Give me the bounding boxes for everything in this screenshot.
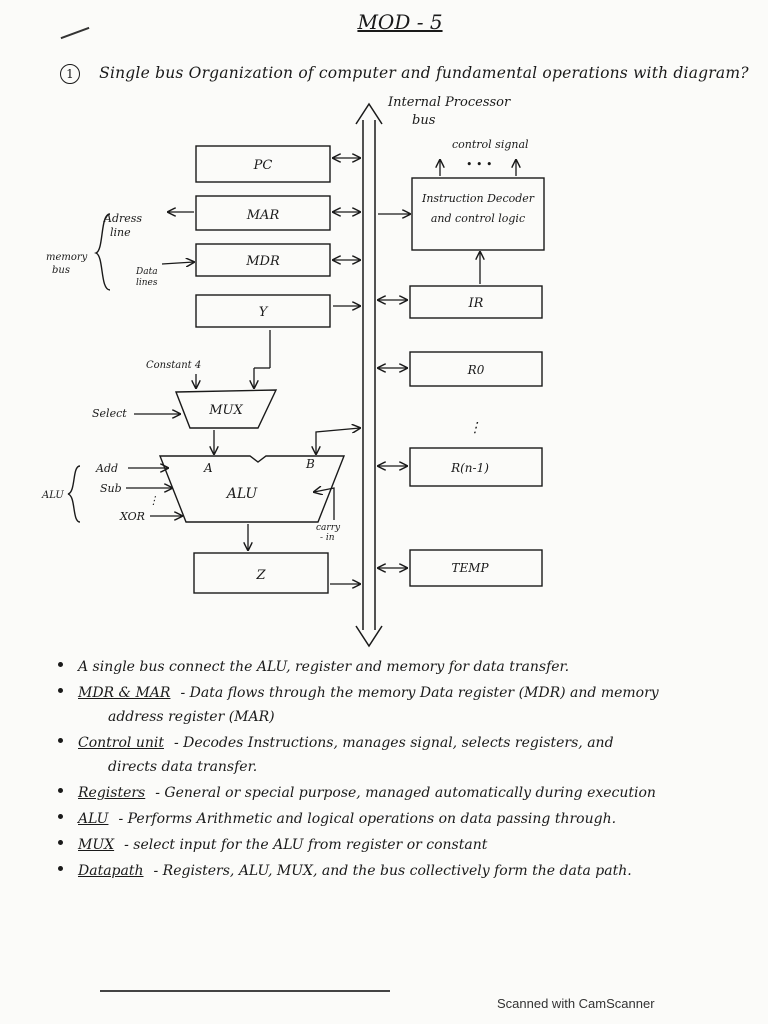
bullet-dot	[58, 738, 63, 743]
note-term: Control unit	[78, 735, 164, 751]
note-term: ALU	[78, 811, 109, 827]
bus-label-top: Internal Processor	[387, 95, 511, 110]
mar-register	[195, 195, 331, 231]
note-continuation: address register (MAR)	[108, 709, 275, 725]
mux-label: MUX	[208, 403, 243, 418]
rn-1-register	[409, 447, 543, 487]
note-term: Datapath	[78, 863, 144, 879]
note-item: Datapath - Registers, ALU, MUX, and the b…	[50, 864, 740, 878]
note-text: - Decodes Instructions, manages signal, …	[173, 735, 614, 751]
address-line-label-1: Adress	[103, 212, 142, 225]
temp-register	[409, 549, 543, 587]
note-text: - select input for the ALU from register…	[124, 837, 488, 853]
note-item: Control unit - Decodes Instructions, mana…	[50, 736, 740, 774]
question-number: 1	[60, 64, 80, 84]
alu-brace	[67, 465, 81, 523]
control-signal-dots: • • •	[466, 158, 492, 171]
y-register	[195, 294, 331, 328]
pc-register	[195, 145, 331, 183]
instruction-decoder-block	[411, 177, 545, 251]
question-text: Single bus Organization of computer and …	[99, 64, 749, 82]
decoder-label-1: Instruction Decoder	[421, 192, 535, 205]
bullet-dot	[58, 788, 63, 793]
control-signal-label: control signal	[452, 138, 529, 151]
alu-name: ALU	[225, 486, 259, 502]
footer-rule	[100, 990, 390, 992]
page-heading: MOD - 5	[357, 10, 443, 34]
ir-register	[409, 285, 543, 319]
alu-block	[158, 455, 346, 523]
bullet-dot	[58, 814, 63, 819]
register-dots: ⋮	[468, 420, 482, 436]
alu-op-sub: Sub	[100, 482, 122, 495]
memory-bus-brace	[94, 213, 111, 291]
y-label: Y	[259, 305, 269, 320]
pc-label: PC	[253, 158, 273, 173]
note-text: - Performs Arithmetic and logical operat…	[118, 811, 617, 827]
data-lines-label-1: Data	[135, 267, 158, 277]
note-continuation: directs data transfer.	[108, 759, 258, 775]
z-label: Z	[255, 568, 266, 583]
rn-1-label: R(n-1)	[450, 461, 489, 475]
alu-input-b: B	[305, 457, 315, 471]
carry-in-label-2: - in	[320, 533, 335, 543]
note-term: MDR & MAR	[78, 685, 171, 701]
bullet-dot	[58, 840, 63, 845]
data-lines-label-2: lines	[136, 278, 158, 288]
alu-input-a: A	[203, 461, 213, 475]
carry-in-label-1: carry	[316, 523, 341, 533]
decoder-label-2: and control logic	[431, 212, 525, 225]
note-text: - Registers, ALU, MUX, and the bus colle…	[153, 863, 632, 879]
bullet-dot	[58, 866, 63, 871]
notes-list: A single bus connect the ALU, register a…	[50, 660, 740, 890]
mdr-register	[195, 243, 331, 277]
note-term: Registers	[78, 785, 146, 801]
note-term: MUX	[78, 837, 115, 853]
note-text: A single bus connect the ALU, register a…	[78, 659, 570, 675]
address-line-label-2: line	[110, 226, 131, 239]
note-text: - Data flows through the memory Data reg…	[180, 685, 659, 701]
alu-op-dots: ⋮	[148, 494, 159, 507]
note-text: - General or special purpose, managed au…	[155, 785, 656, 801]
constant-4-label: Constant 4	[146, 360, 201, 371]
scanner-watermark: Scanned with CamScanner	[497, 996, 655, 1011]
mux-block	[174, 389, 278, 429]
ir-label: IR	[468, 296, 484, 311]
internal-bus	[355, 102, 383, 648]
note-item: ALU - Performs Arithmetic and logical ope…	[50, 812, 740, 826]
note-item: A single bus connect the ALU, register a…	[50, 660, 740, 674]
bullet-dot	[58, 662, 63, 667]
mar-label: MAR	[246, 208, 280, 223]
bullet-dot	[58, 688, 63, 693]
alu-op-add: Add	[95, 462, 118, 475]
mdr-label: MDR	[245, 254, 280, 269]
note-item: Registers - General or special purpose, m…	[50, 786, 740, 800]
bus-label-bottom: bus	[412, 113, 436, 128]
note-item: MDR & MAR - Data flows through the memory…	[50, 686, 740, 724]
alu-side-label: ALU	[41, 490, 64, 501]
r0-register	[409, 351, 543, 387]
memory-bus-label-2: bus	[52, 265, 70, 276]
memory-bus-label-1: memory	[46, 252, 88, 263]
select-label: Select	[92, 407, 127, 420]
temp-label: TEMP	[451, 561, 489, 575]
question-line: 1 Single bus Organization of computer an…	[60, 64, 760, 84]
z-register	[193, 552, 329, 594]
alu-op-xor: XOR	[119, 510, 145, 523]
r0-label: R0	[467, 363, 485, 377]
note-item: MUX - select input for the ALU from regis…	[50, 838, 740, 852]
